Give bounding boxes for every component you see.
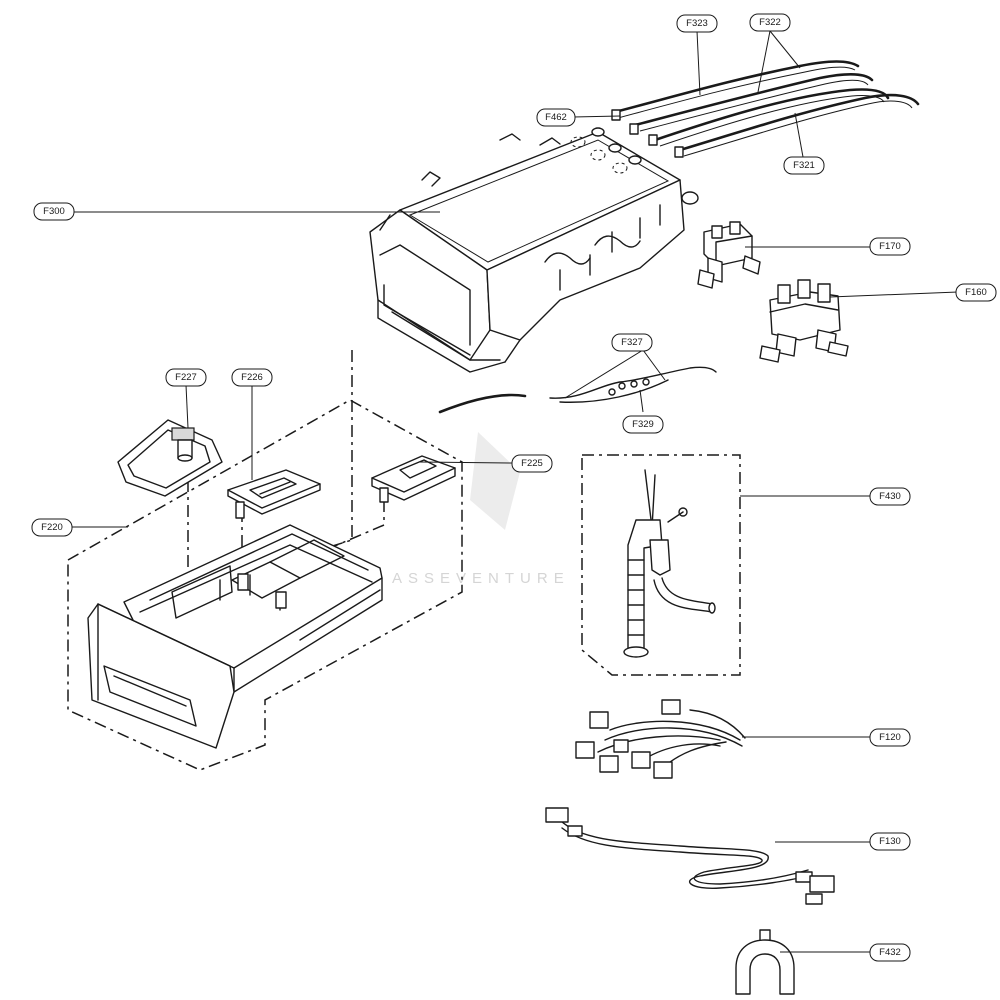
drawer-assembly-outline (67, 399, 463, 771)
callout-f322: F322 (749, 13, 791, 32)
power-harness-part (545, 807, 835, 905)
callout-f432: F432 (869, 943, 911, 962)
wire-harness-part (575, 699, 746, 779)
callout-f226-label: F226 (241, 372, 263, 383)
leader-lines (70, 30, 959, 953)
callout-f321-label: F321 (793, 160, 815, 171)
watermark: ASSEVENTURE (392, 432, 570, 587)
callout-f323-label: F323 (686, 18, 708, 29)
callout-f327: F327 (611, 333, 653, 352)
callout-f170-label: F170 (879, 241, 901, 252)
callout-f120-label: F120 (879, 732, 901, 743)
callout-f225: F225 (511, 454, 553, 473)
watermark-text: ASSEVENTURE (392, 570, 570, 587)
callout-f322-label: F322 (759, 17, 781, 28)
callout-f227-label: F227 (175, 372, 197, 383)
callout-f430-label: F430 (879, 491, 901, 502)
callout-f226: F226 (231, 368, 273, 387)
callout-f130-label: F130 (879, 836, 901, 847)
callout-f430: F430 (869, 487, 911, 506)
callout-f327-label: F327 (621, 337, 643, 348)
callout-f227: F227 (165, 368, 207, 387)
callout-f329-label: F329 (632, 419, 654, 430)
callout-f130: F130 (869, 832, 911, 851)
callout-f432-label: F432 (879, 947, 901, 958)
callout-f462: F462 (536, 108, 576, 127)
callout-f323: F323 (676, 14, 718, 33)
double-water-valve-part (759, 279, 849, 363)
hose-clamp-part (735, 929, 795, 995)
callout-f300: F300 (33, 202, 75, 221)
callout-f170: F170 (869, 237, 911, 256)
bleach-cap-part (371, 455, 456, 503)
callout-f120: F120 (869, 728, 911, 747)
dispenser-housing-part (369, 127, 699, 373)
callout-f160: F160 (955, 283, 997, 302)
callout-f300-label: F300 (43, 206, 65, 217)
dispenser-drawer-part (87, 524, 383, 749)
callout-f220-label: F220 (41, 522, 63, 533)
single-water-valve-part (697, 221, 761, 289)
callout-f160-label: F160 (965, 287, 987, 298)
siphon-cap-part (227, 469, 321, 519)
breather-tube-part (438, 366, 717, 414)
softener-cap-part (117, 419, 223, 497)
callout-f329: F329 (622, 415, 664, 434)
callout-f462-label: F462 (545, 112, 567, 123)
callout-f321: F321 (783, 156, 825, 175)
drain-hose-assembly-part (581, 454, 741, 676)
callout-f225-label: F225 (521, 458, 543, 469)
callout-f220: F220 (31, 518, 73, 537)
inlet-hoses-part (611, 60, 920, 158)
